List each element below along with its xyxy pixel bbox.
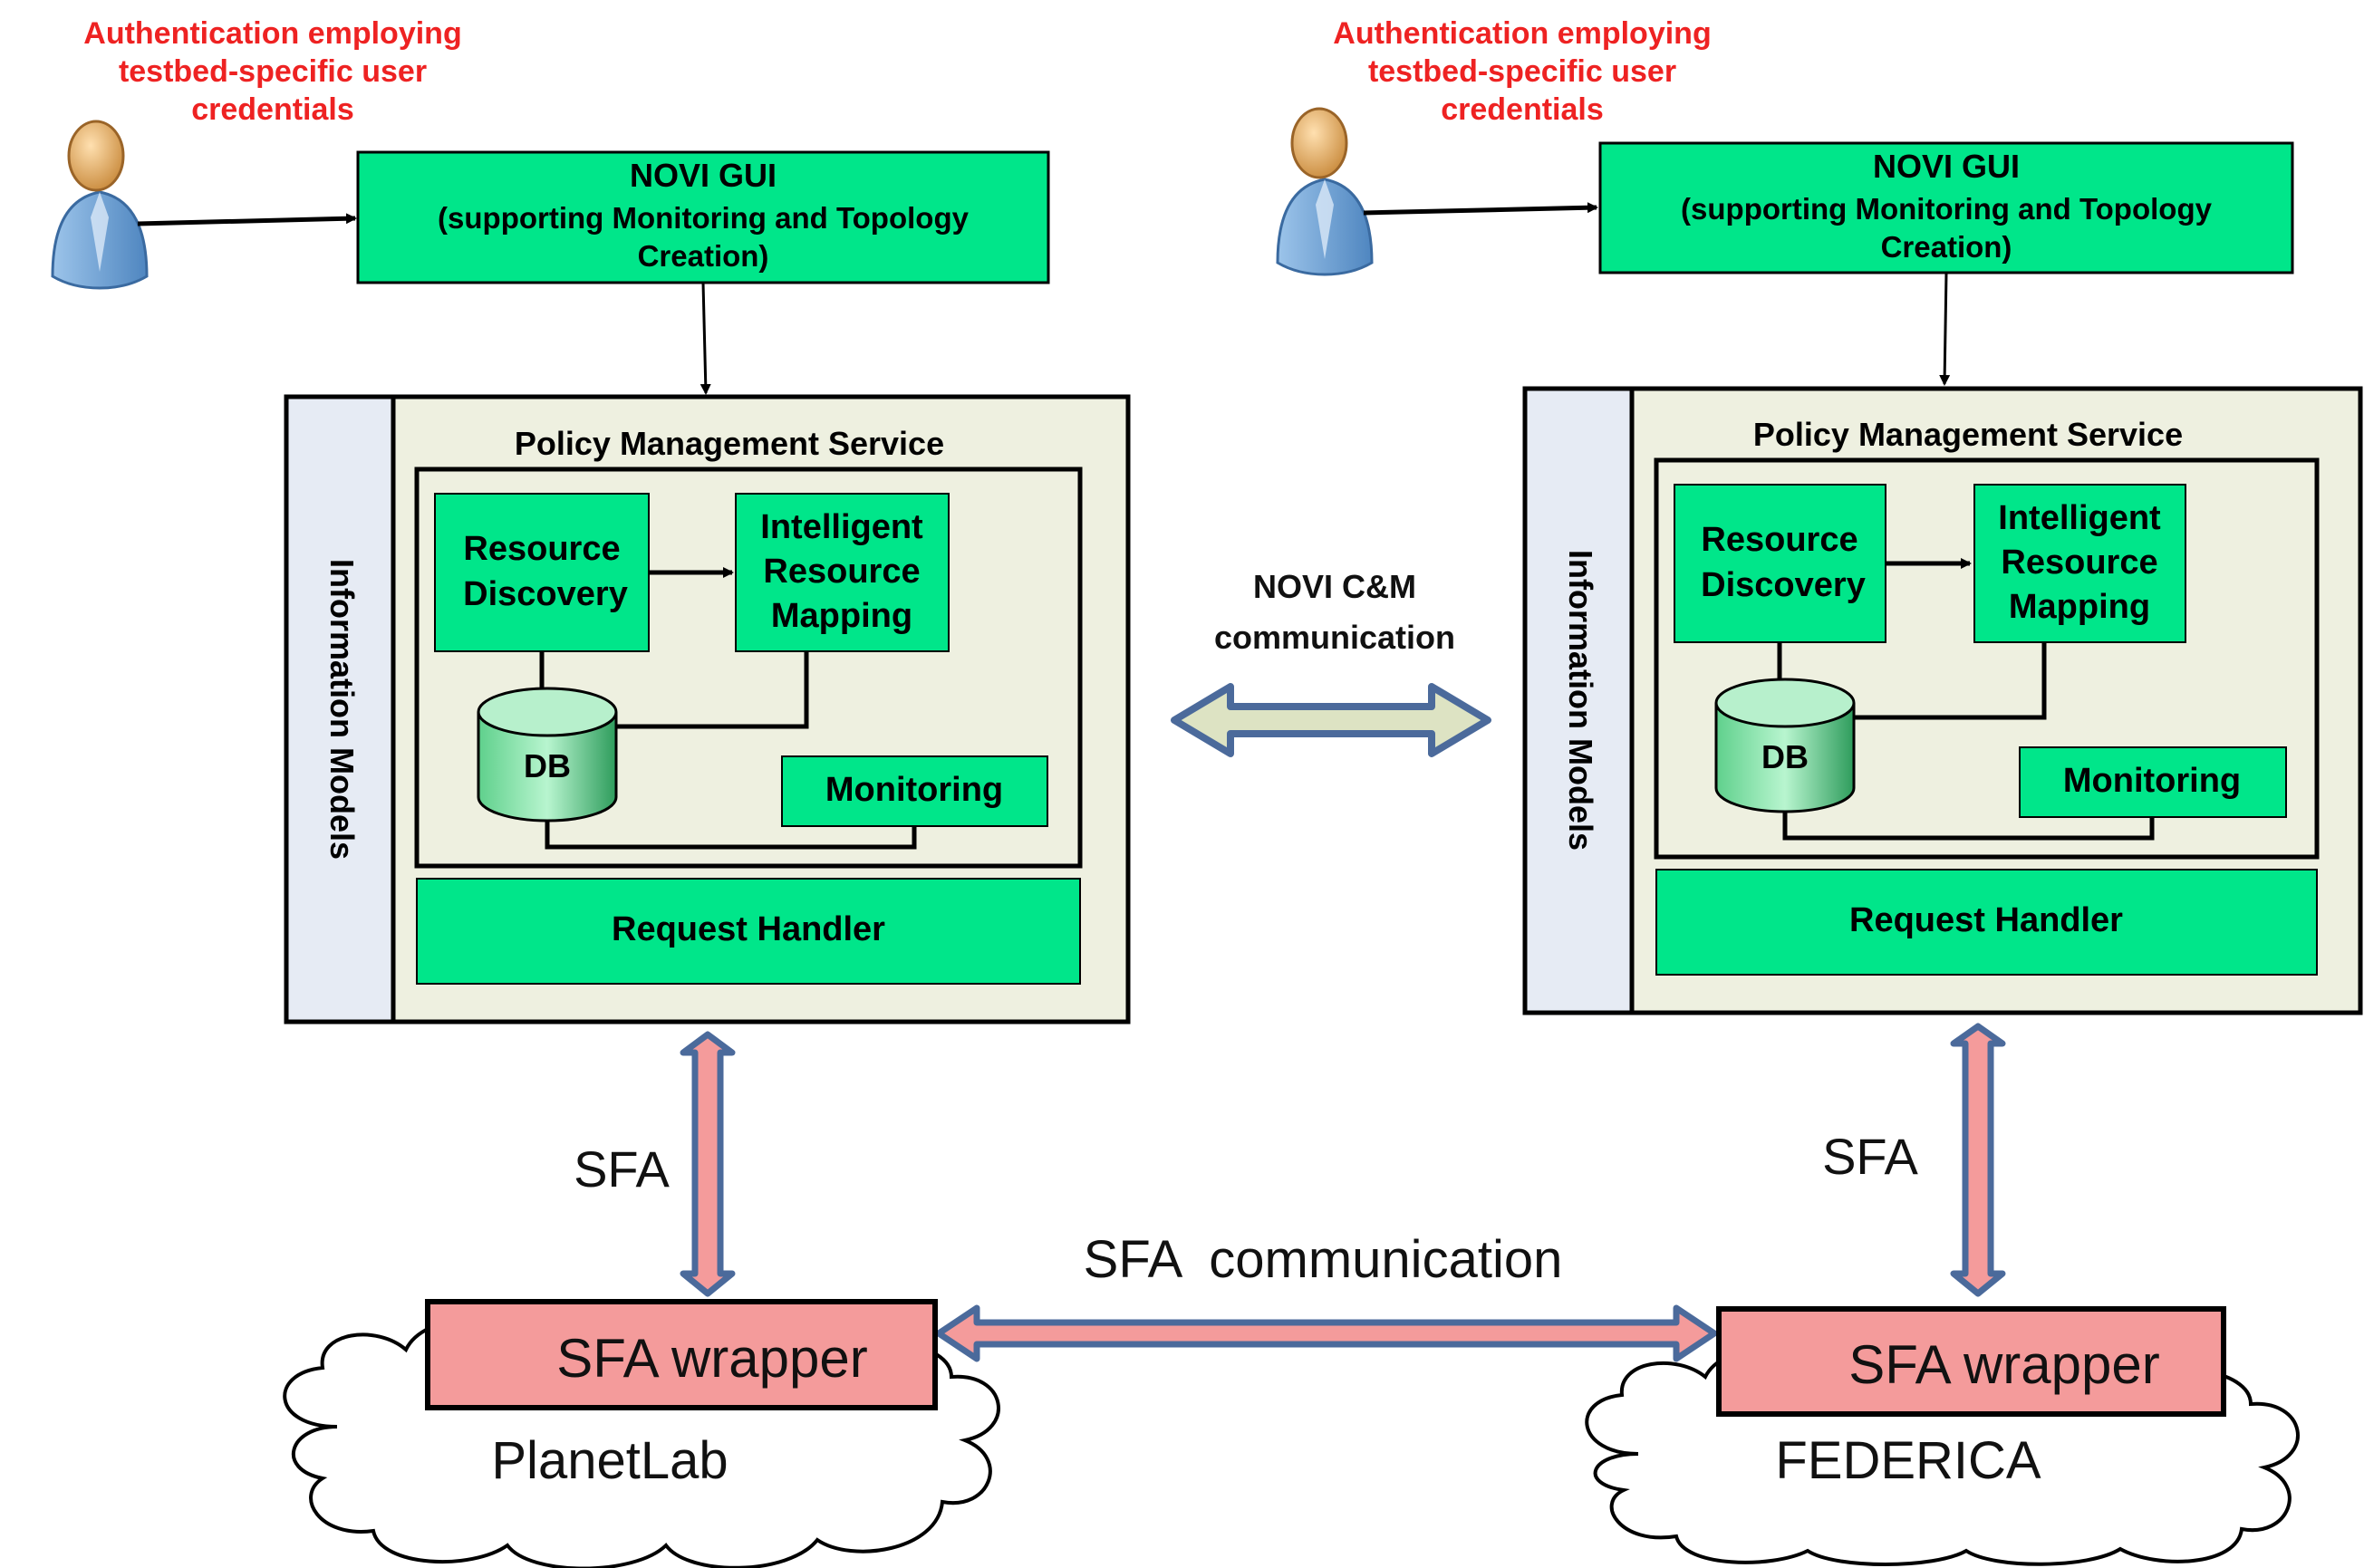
right-user-arrow: [1363, 202, 1598, 216]
right-resource-discovery-line1: Resource: [1701, 521, 1857, 559]
left-pms-inner-frame: [414, 467, 1083, 869]
right-sfa-vertical-arrow: [1950, 1023, 2006, 1297]
left-monitoring-box: [781, 755, 1048, 827]
left-info-models-bar: [284, 394, 396, 1024]
right-irm-box: [1973, 484, 2186, 643]
left-gui-to-pms-arrow: [700, 282, 711, 395]
left-db-monitoring-line: [545, 808, 917, 850]
cm-label-line2: communication: [1214, 619, 1455, 656]
left-irm-box: [735, 493, 950, 652]
left-irm-line2: Resource: [763, 553, 920, 591]
left-resource-discovery-box: [434, 493, 650, 652]
left-monitoring-label: Monitoring: [825, 771, 1003, 809]
right-monitoring-label: Monitoring: [2063, 762, 2241, 800]
left-sfa-label: SFA: [574, 1140, 670, 1198]
right-sfa-wrapper-box: [1716, 1306, 2226, 1417]
left-db-cylinder: [477, 687, 618, 822]
left-info-models-label: Information Models: [323, 559, 361, 860]
left-sfa-wrapper-label: SFA wrapper: [556, 1328, 868, 1389]
left-auth-note-line3: credentials: [191, 92, 354, 127]
left-gui-box: [356, 150, 1050, 284]
right-request-handler-label: Request Handler: [1849, 901, 2123, 939]
left-user-arrow: [137, 213, 357, 226]
left-irm-line3: Mapping: [771, 597, 912, 635]
right-gui-box: [1598, 141, 2294, 274]
left-db-label: DB: [524, 747, 571, 784]
right-irm-line1: Intelligent: [1998, 499, 2161, 537]
left-resource-discovery-line2: Discovery: [463, 575, 628, 613]
right-testbed-label: FEDERICA: [1775, 1431, 2041, 1490]
right-info-models-label: Information Models: [1562, 550, 1599, 851]
sfa-communication: SFA communication: [935, 1230, 1718, 1362]
right-pms-title: Policy Management Service: [1753, 416, 2183, 453]
right-info-models-bar: [1522, 386, 1635, 1015]
right-stack: Authentication employing testbed-specifi…: [1276, 16, 2363, 1566]
left-testbed-label: PlanetLab: [491, 1431, 728, 1490]
cm-label-line1: NOVI C&M: [1253, 568, 1416, 605]
left-auth-note-line2: testbed-specific user: [119, 54, 427, 89]
sfa-comm-label: SFA communication: [1084, 1230, 1563, 1289]
left-sfa-wrapper-box: [425, 1299, 938, 1410]
left-irm-line1: Intelligent: [760, 508, 923, 546]
right-pms-inner-frame: [1654, 457, 2320, 860]
right-request-handler-box: [1655, 869, 2318, 976]
right-gui-subtitle-line2: Creation): [1881, 230, 2012, 264]
left-gui-title: NOVI GUI: [630, 157, 777, 194]
cm-double-arrow: [1171, 683, 1491, 757]
left-gui-subtitle-line1: (supporting Monitoring and Topology: [438, 201, 970, 235]
right-user-icon: [1276, 107, 1374, 276]
left-gui-subtitle-line2: Creation): [638, 239, 769, 273]
right-sfa-wrapper-label: SFA wrapper: [1848, 1334, 2160, 1395]
right-resource-discovery-box: [1674, 484, 1886, 643]
right-gui-title: NOVI GUI: [1873, 148, 2020, 185]
right-sfa-label: SFA: [1822, 1128, 1918, 1185]
right-irm-line3: Mapping: [2009, 588, 2150, 626]
right-resource-discovery-line2: Discovery: [1701, 566, 1866, 604]
right-gui-to-pms-arrow: [1939, 272, 1951, 386]
right-db-label: DB: [1761, 738, 1809, 775]
left-stack: Authentication employing testbed-specifi…: [51, 16, 1131, 1568]
cm-communication: NOVI C&M communication: [1171, 568, 1491, 757]
right-db-cylinder: [1714, 678, 1856, 813]
left-request-handler-box: [416, 878, 1081, 985]
left-resource-discovery-line1: Resource: [463, 530, 620, 568]
right-db-monitoring-line: [1782, 799, 2155, 841]
left-request-handler-label: Request Handler: [612, 910, 885, 948]
right-gui-subtitle-line1: (supporting Monitoring and Topology: [1681, 192, 2213, 226]
left-irm-db-line: [616, 651, 809, 729]
left-auth-note-line1: Authentication employing: [83, 16, 461, 51]
left-pms-title: Policy Management Service: [515, 425, 944, 462]
sfa-comm-double-arrow: [935, 1304, 1718, 1362]
right-irm-line2: Resource: [2001, 544, 2157, 582]
right-monitoring-box: [2019, 746, 2287, 818]
right-auth-note-line2: testbed-specific user: [1368, 54, 1676, 89]
left-sfa-vertical-arrow: [680, 1031, 736, 1297]
right-auth-note-line1: Authentication employing: [1333, 16, 1711, 51]
left-user-icon: [51, 120, 149, 290]
right-auth-note-line3: credentials: [1441, 92, 1604, 127]
right-irm-db-line: [1854, 642, 2047, 720]
